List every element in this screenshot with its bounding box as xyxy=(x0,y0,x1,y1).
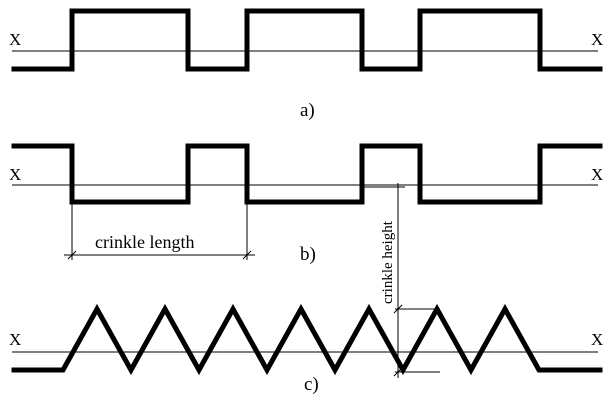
crinkle-height-label: crinkle height xyxy=(380,220,396,304)
crinkle-height-dimension: crinkle height xyxy=(361,183,440,378)
axis-marker-left-b: X xyxy=(9,165,21,184)
axis-marker-right-b: X xyxy=(591,165,603,184)
axis-marker-left-c: X xyxy=(9,330,21,349)
figure-b: X X crinkle length b) xyxy=(9,143,603,265)
figure-label-a: a) xyxy=(300,100,315,121)
axis-marker-right-c: X xyxy=(591,330,603,349)
figure-label-b: b) xyxy=(300,244,316,265)
square-wave-b xyxy=(11,143,603,205)
figure-label-c: c) xyxy=(304,374,319,395)
crinkle-length-dimension: crinkle length xyxy=(64,204,255,260)
triangle-wave-c xyxy=(11,303,603,376)
figure-c: X X crinkle height c) xyxy=(9,183,603,395)
figure-a: X X a) xyxy=(9,8,603,121)
axis-marker-right-a: X xyxy=(591,30,603,49)
crinkle-length-label: crinkle length xyxy=(95,232,194,252)
axis-marker-left-a: X xyxy=(9,30,21,49)
square-wave-a xyxy=(11,8,603,72)
